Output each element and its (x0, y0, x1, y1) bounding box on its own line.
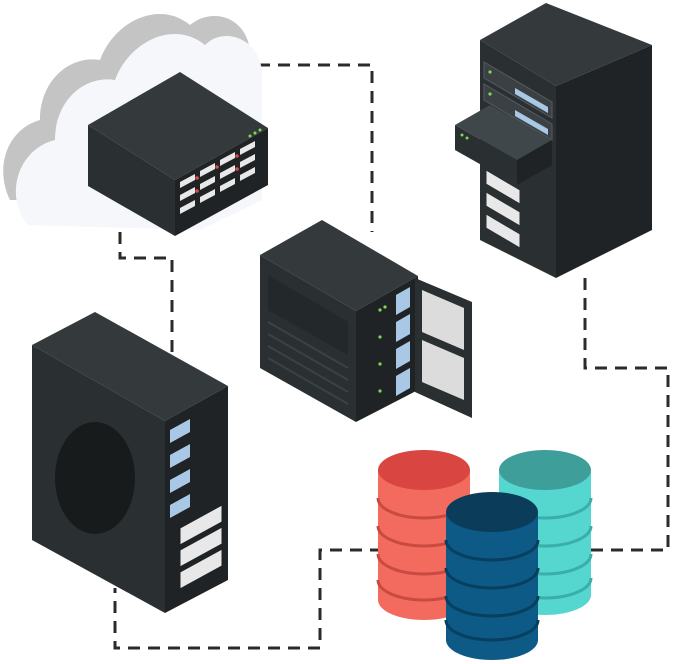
database-blue (444, 492, 540, 660)
line-databases-to-tower (113, 548, 382, 650)
middle-server (260, 220, 472, 422)
pulled-out-drawer (455, 105, 552, 185)
rack-server (455, 3, 652, 278)
tower-server (32, 312, 228, 613)
line-rack-to-databases (583, 278, 670, 552)
connection-lines (113, 63, 670, 650)
line-cloud-to-tower (118, 212, 174, 352)
line-cloud-to-middle-server (258, 63, 374, 232)
open-door (415, 278, 472, 418)
drive-bays (180, 141, 255, 214)
fan-grille (55, 422, 135, 534)
cloud-server (88, 72, 268, 236)
